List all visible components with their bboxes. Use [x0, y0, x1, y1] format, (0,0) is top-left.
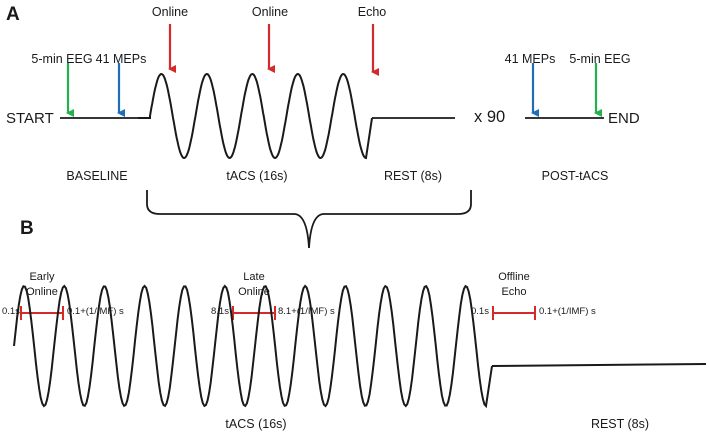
late-title-2: Online [238, 286, 270, 298]
late-title-1: Late [243, 271, 265, 283]
panel-a-label: A [6, 4, 20, 25]
offline-title-1: Offline [498, 271, 530, 283]
baseline-mep-label: 41 MEPs [95, 52, 147, 66]
early-start: 0.1s [2, 306, 20, 317]
late-start: 8.1s [211, 306, 229, 317]
post-mep-label: 41 MEPs [504, 52, 556, 66]
end-label: END [608, 110, 640, 127]
phase-post: POST-tACS [541, 169, 609, 183]
offline-echo-window [492, 306, 536, 320]
online-label-2: Online [251, 5, 289, 19]
tacs-wave-a [138, 72, 373, 160]
baseline-eeg-label: 5-min EEG [31, 52, 93, 66]
phase-baseline: BASELINE [66, 169, 128, 183]
offline-title-2: Echo [501, 286, 527, 298]
repeat-label: x 90 [474, 108, 506, 126]
rest-label-b: REST (8s) [590, 417, 650, 431]
phase-tacs: tACS (16s) [226, 169, 288, 183]
tacs-label-b: tACS (16s) [225, 417, 287, 431]
post-eeg-label: 5-min EEG [569, 52, 631, 66]
early-online-window [20, 306, 64, 320]
brace [146, 190, 472, 249]
rest-line-b [491, 363, 707, 367]
early-title-1: Early [29, 271, 55, 283]
online-label-1: Online [151, 5, 189, 19]
phase-rest: REST (8s) [383, 169, 443, 183]
early-end: 0.1+(1/IMF) s [67, 306, 124, 317]
tacs-wave-b [13, 284, 493, 409]
start-label: START [6, 110, 54, 127]
late-end: 8.1+(1/IMF) s [278, 306, 335, 317]
offline-start: 0.1s [471, 306, 489, 317]
offline-end: 0.1+(1/IMF) s [539, 306, 596, 317]
early-title-2: Online [26, 286, 58, 298]
panel-b-label: B [20, 218, 34, 239]
echo-label: Echo [357, 5, 387, 19]
late-online-window [232, 306, 276, 320]
